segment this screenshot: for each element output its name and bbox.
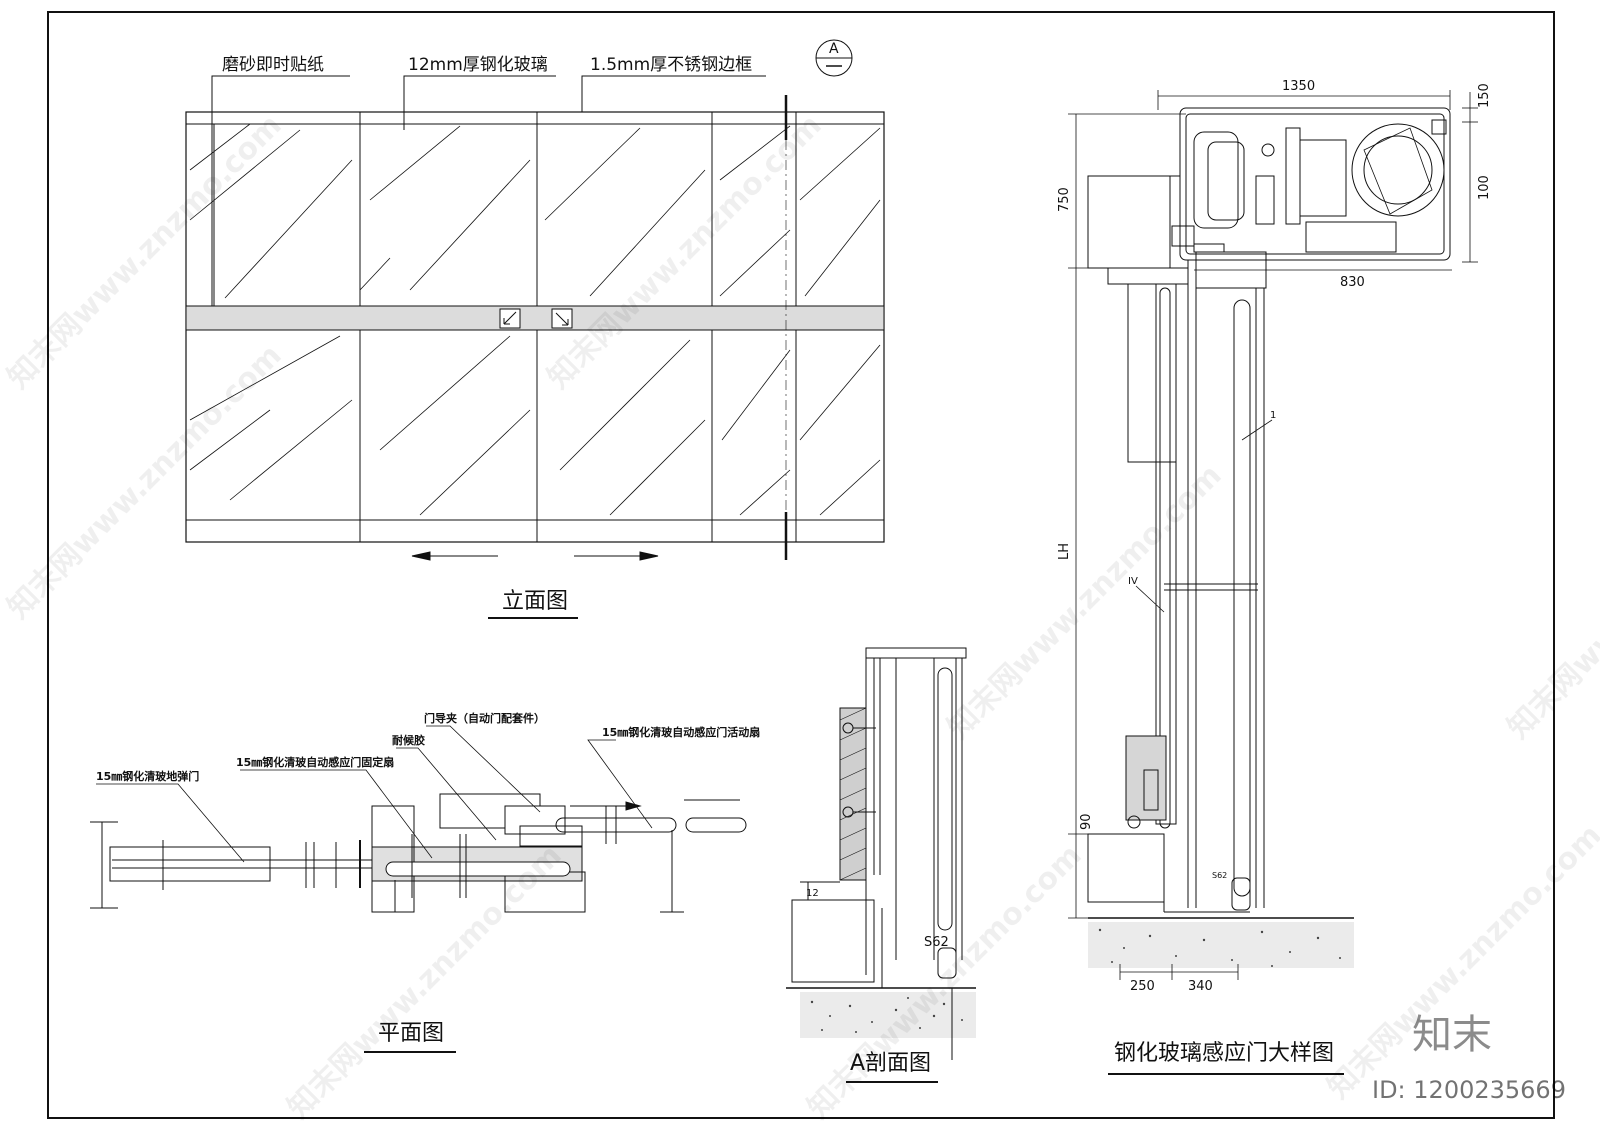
detail-tag-1: 1: [1270, 410, 1276, 421]
watermark-text-1: 知末网www.znzmo.com: [1, 108, 289, 396]
section-a-view: S62 12 A剖面图: [786, 647, 976, 1083]
detail-dim-750: 750: [1057, 187, 1072, 212]
detail-dim-250: 250: [1130, 979, 1155, 994]
watermark-text-3: 知末网www.znzmo.com: [541, 108, 829, 396]
section-ground-fill: [800, 992, 976, 1038]
detail-transom: [1087, 175, 1171, 269]
section-tag-s62: S62: [924, 935, 949, 950]
plan-title: 平面图: [378, 1021, 444, 1046]
callout-frosted-film: 磨砂即时贴纸: [222, 55, 324, 75]
detail-glass-leaf: [1233, 299, 1251, 897]
detail-dimension-lines: [1068, 90, 1478, 980]
frosted-film-band: [185, 305, 885, 331]
detail-title: 钢化玻璃感应门大样图: [1114, 1041, 1334, 1066]
elevation-view: 磨砂即时贴纸 12mm厚钢化玻璃 1.5mm厚不锈钢边框 A 立面图: [185, 39, 885, 619]
label-fixed-leaf: 15㎜钢化清玻自动感应门固定扇: [236, 755, 394, 769]
detail-motor-icon: [1351, 123, 1445, 217]
watermark-text-7: 知末网www.znzmo.com: [1501, 458, 1600, 746]
detail-view: S62 1350 150 1: [1057, 79, 1492, 1075]
plan-view: 15㎜钢化清玻地弹门 15㎜钢化清玻自动感应门固定扇 耐候胶 门导夹（自动门配套…: [90, 711, 760, 1053]
glass-hatching: [189, 123, 881, 516]
label-spring-door: 15㎜钢化清玻地弹门: [96, 769, 199, 783]
detail-dim-150: 150: [1477, 83, 1492, 108]
detail-dim-100: 100: [1477, 175, 1492, 200]
detail-dim-90: 90: [1079, 813, 1094, 830]
watermark-layer: 知末网www.znzmo.com 知末网www.znzmo.com 知末网www…: [1, 108, 1600, 1126]
sheet-border: [47, 11, 1555, 1119]
callout-steel-frame: 1.5mm厚不锈钢边框: [590, 55, 752, 75]
detail-tag-iv: IV: [1128, 576, 1138, 587]
label-door-guide: 门导夹（自动门配套件）: [424, 711, 545, 725]
label-active-leaf: 15㎜钢化清玻自动感应门活动扇: [602, 725, 760, 739]
plan-spring-door: [109, 846, 271, 882]
watermark-text-6: 知末网www.znzmo.com: [941, 458, 1229, 746]
detail-dim-340: 340: [1188, 979, 1213, 994]
detail-ground-fill: [1088, 922, 1354, 968]
section-title: A剖面图: [850, 1051, 931, 1076]
callout-tempered-glass: 12mm厚钢化玻璃: [408, 55, 548, 75]
detail-dim-1350: 1350: [1282, 79, 1315, 94]
watermark-text-2: 知末网www.znzmo.com: [1, 338, 289, 626]
section-marker-label: A: [829, 41, 839, 57]
watermark-id: ID: 1200235669: [1372, 1076, 1566, 1104]
elevation-title: 立面图: [502, 589, 568, 614]
detail-dim-lh: LH: [1057, 543, 1072, 560]
label-sealant: 耐候胶: [392, 733, 425, 747]
detail-tag-s62: S62: [1212, 871, 1227, 880]
detail-header-housing: [1179, 107, 1451, 261]
watermark-logo: 知末: [1412, 1012, 1492, 1058]
watermark-text-8: 知末网www.znzmo.com: [1321, 818, 1600, 1106]
detail-dim-830: 830: [1340, 275, 1365, 290]
section-dim-12: 12: [806, 888, 819, 899]
